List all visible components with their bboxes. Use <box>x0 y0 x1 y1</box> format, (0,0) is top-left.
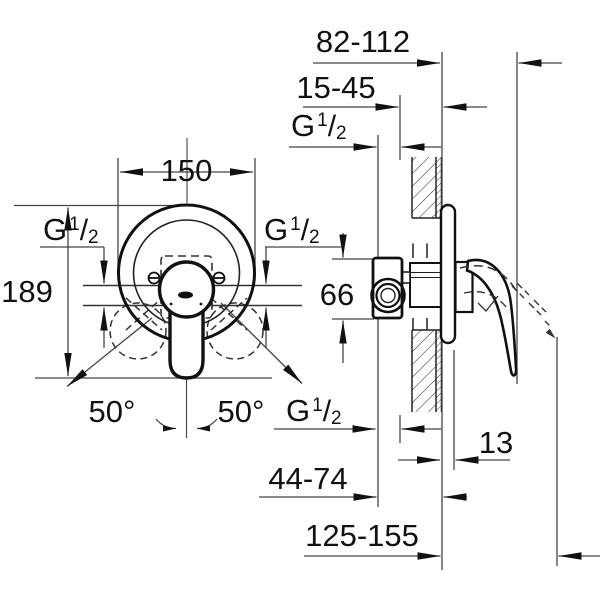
side-view <box>370 203 556 377</box>
pipe-stubs <box>412 243 428 330</box>
dimension-label-angle-left: 50° <box>88 394 136 429</box>
dimension-label-front-width: 150 <box>160 153 213 188</box>
handle-hub <box>454 260 474 314</box>
dimension-lines <box>14 52 600 570</box>
dimension-label-body-depth: 44-74 <box>268 461 348 496</box>
handle-swing-positions <box>109 297 264 360</box>
dimension-label-angle-right: 50° <box>217 394 265 429</box>
valve-body <box>370 256 406 320</box>
front-view <box>83 203 302 380</box>
dimension-label-max-projection: 125-155 <box>305 518 419 553</box>
thread-size: G <box>43 212 68 247</box>
lever-handle-side <box>465 258 518 377</box>
thread-size: G <box>286 393 311 428</box>
dimension-label-port-spacing: 66 <box>319 277 355 312</box>
handle-motion-lines <box>459 264 556 339</box>
dimension-label-front-height: 189 <box>1 274 53 309</box>
thread-size: G <box>291 108 316 143</box>
lever-handle-front <box>157 260 216 380</box>
handle-dot <box>178 291 193 299</box>
thread-size: G <box>264 212 289 247</box>
dimension-label-handle-projection: 82-112 <box>315 24 411 59</box>
dimension-label-escutcheon-offset: 13 <box>478 425 514 460</box>
screw-icon <box>147 271 226 285</box>
dimension-label-wall-depth: 15-45 <box>296 70 376 105</box>
escutcheon-profile <box>439 203 457 345</box>
